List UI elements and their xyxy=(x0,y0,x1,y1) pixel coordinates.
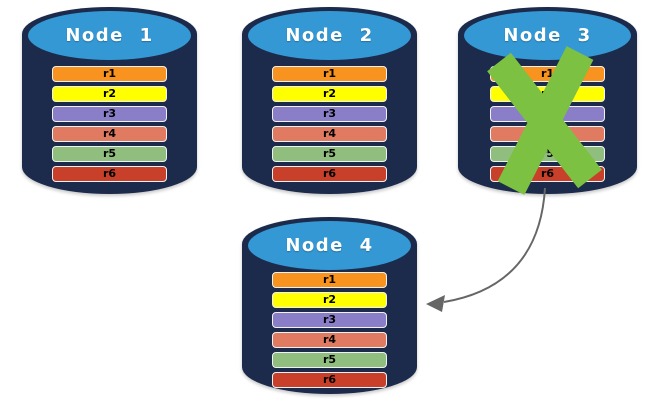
cylinder-top: Node 2 xyxy=(248,11,411,60)
row-r4: r4 xyxy=(272,126,387,142)
row-r1: r1 xyxy=(272,66,387,82)
row-r3: r3 xyxy=(52,106,167,122)
row-r1: r1 xyxy=(52,66,167,82)
cylinder-top: Node 3 xyxy=(464,11,631,60)
row-stack: r1 r2 r3 r4 r5 r6 xyxy=(458,66,637,182)
node-title: Node 1 xyxy=(65,25,154,46)
node-3: Node 3 r1 r2 r3 r4 r5 r6 xyxy=(458,7,637,194)
row-r6: r6 xyxy=(272,372,387,388)
row-r2: r2 xyxy=(490,86,605,102)
row-r2: r2 xyxy=(272,86,387,102)
row-r1: r1 xyxy=(272,272,387,288)
row-r5: r5 xyxy=(272,146,387,162)
node-title: Node 2 xyxy=(285,25,374,46)
row-stack: r1 r2 r3 r4 r5 r6 xyxy=(242,272,417,388)
cylinder-top: Node 4 xyxy=(248,221,411,270)
row-r5: r5 xyxy=(490,146,605,162)
node-title: Node 4 xyxy=(285,235,374,256)
row-r5: r5 xyxy=(272,352,387,368)
row-r6: r6 xyxy=(52,166,167,182)
cylinder-top: Node 1 xyxy=(28,11,191,60)
row-r1: r1 xyxy=(490,66,605,82)
row-r3: r3 xyxy=(272,312,387,328)
row-r2: r2 xyxy=(272,292,387,308)
replication-arrow xyxy=(426,187,546,312)
node-4: Node 4 r1 r2 r3 r4 r5 r6 xyxy=(242,217,417,394)
row-stack: r1 r2 r3 r4 r5 r6 xyxy=(242,66,417,182)
row-r4: r4 xyxy=(490,126,605,142)
row-r4: r4 xyxy=(52,126,167,142)
node-1: Node 1 r1 r2 r3 r4 r5 r6 xyxy=(22,7,197,194)
row-r6: r6 xyxy=(490,166,605,182)
row-stack: r1 r2 r3 r4 r5 r6 xyxy=(22,66,197,182)
node-2: Node 2 r1 r2 r3 r4 r5 r6 xyxy=(242,7,417,194)
row-r3: r3 xyxy=(490,106,605,122)
row-r4: r4 xyxy=(272,332,387,348)
node-title: Node 3 xyxy=(503,25,592,46)
row-r3: r3 xyxy=(272,106,387,122)
row-r6: r6 xyxy=(272,166,387,182)
row-r5: r5 xyxy=(52,146,167,162)
row-r2: r2 xyxy=(52,86,167,102)
